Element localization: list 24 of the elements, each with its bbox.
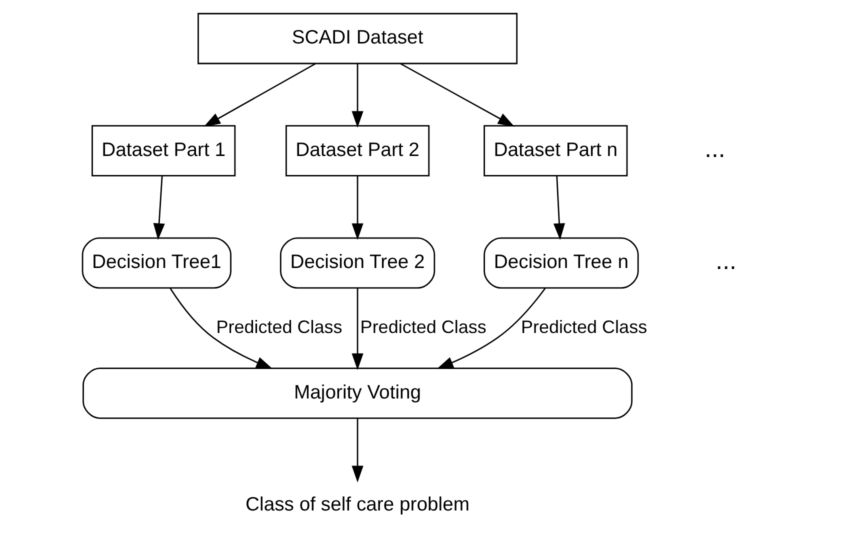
node-text: Class of self care problem: [245, 494, 470, 516]
node-box: Majority Voting: [82, 368, 632, 419]
node-box: Dataset Part n: [483, 125, 628, 176]
arrow: [169, 288, 272, 369]
node-box: Dataset Part 2: [285, 125, 430, 176]
edge-label: Predicted Class: [520, 316, 647, 337]
arrow: [400, 63, 514, 127]
arrow: [552, 176, 565, 240]
node-box: Dataset Part 1: [91, 125, 236, 176]
arrow: [351, 288, 363, 370]
node-box: Decision Tree 2: [279, 237, 435, 289]
node-box: Decision Tree n: [483, 237, 638, 289]
label: ...: [704, 134, 725, 163]
arrow: [436, 288, 546, 369]
edge-label: Predicted Class: [216, 316, 342, 337]
node-box: SCADI Dataset: [197, 12, 518, 64]
arrow: [351, 64, 363, 128]
arrow: [152, 176, 164, 240]
arrow: [351, 418, 363, 482]
arrow: [351, 176, 363, 240]
arrow: [203, 63, 316, 127]
label: ...: [715, 247, 736, 276]
node-box: Decision Tree1: [81, 237, 231, 289]
edge-label: Predicted Class: [360, 316, 486, 337]
